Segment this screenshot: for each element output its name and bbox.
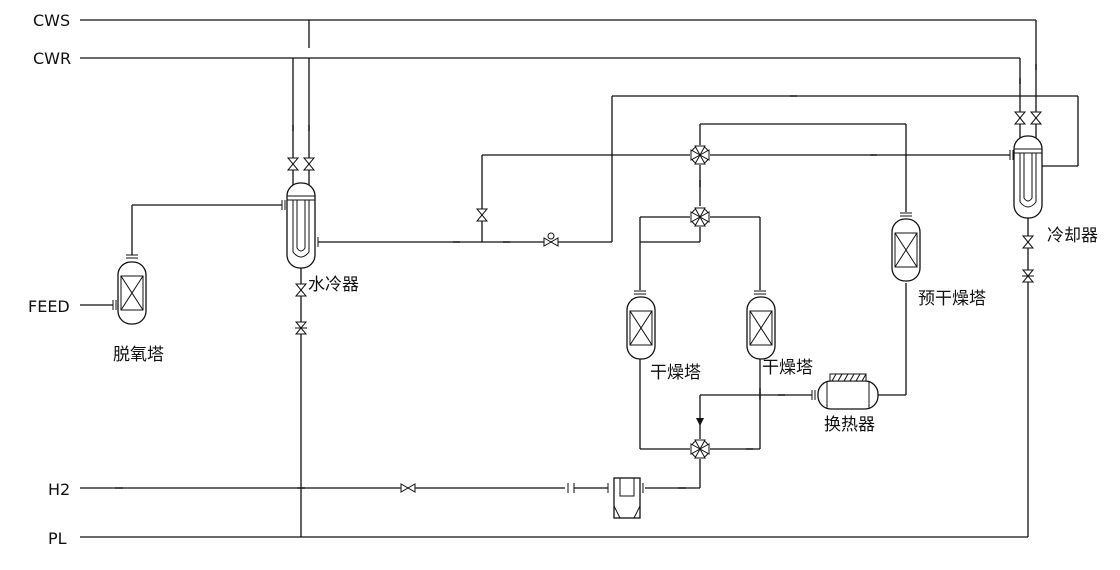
cooler-return-line: [1020, 95, 1079, 167]
water-cooler-label: 水冷器: [308, 275, 359, 295]
lower-four-way-valve-icon: [690, 439, 710, 459]
cwr-line: [80, 57, 1021, 138]
water-cooler: [286, 182, 316, 269]
cooler-cw-valves: [1014, 64, 1042, 125]
lower-four-way-valve-line: [639, 359, 816, 489]
dryer-right: [746, 290, 776, 360]
middle-four-way-valve-icon: [690, 207, 710, 227]
h2-line: [80, 483, 609, 493]
feed-line: [80, 300, 117, 310]
pl-line: [80, 280, 1029, 538]
heat-exchanger-to-predryer-line: [759, 283, 907, 400]
pre-dryer-tower: [891, 212, 921, 282]
upper-four-way-valve-icon: [690, 145, 710, 165]
cooler-label: 冷却器: [1047, 226, 1098, 246]
cooler-bottom-line: [1021, 218, 1035, 283]
deoxygen-tower: [117, 254, 147, 325]
h2-label: H2: [48, 480, 70, 499]
heat-exchanger-label: 换热器: [824, 415, 875, 435]
water-cooler-bottom-line: [294, 268, 308, 537]
dryer-left: [626, 290, 656, 360]
heat-exchanger: [817, 373, 879, 410]
cwr-label: CWR: [33, 49, 71, 68]
water-cooler-cw-lines: [287, 58, 315, 185]
h2-separator: [613, 477, 644, 519]
deoxygen-to-cooler-line: [131, 200, 286, 255]
cooler: [1013, 135, 1043, 219]
cws-label: CWS: [33, 11, 70, 30]
upper-four-way-valve-line: [699, 123, 1014, 212]
deoxygen-tower-label: 脱氧塔: [113, 345, 164, 365]
middle-four-way-valve-line: [639, 216, 761, 290]
dryer-left-label: 干燥塔: [650, 363, 701, 383]
cws-line: [80, 19, 1037, 138]
pre-dryer-label: 预干燥塔: [918, 289, 986, 309]
pl-label: PL: [48, 529, 67, 548]
cooler-outlet-line: [317, 95, 1020, 247]
dryer-right-label: 干燥塔: [762, 358, 813, 378]
feed-label: FEED: [28, 297, 70, 316]
